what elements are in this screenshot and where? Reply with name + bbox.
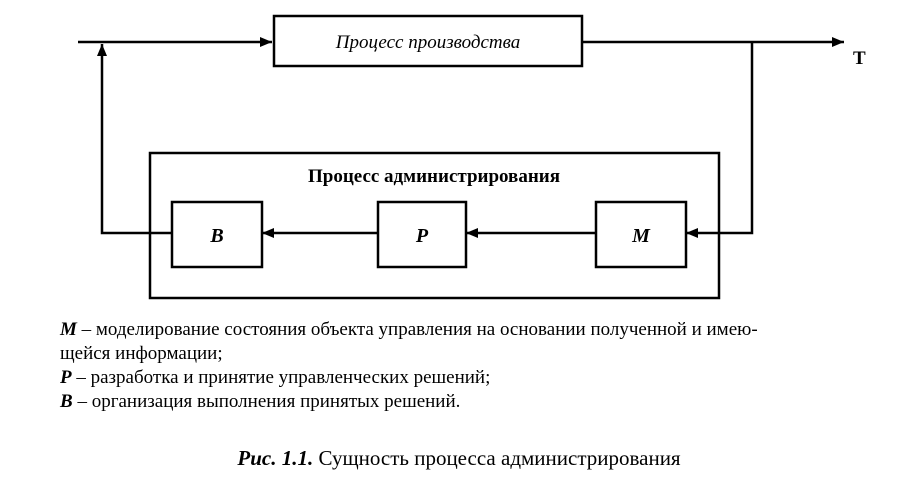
figure-caption: Рис. 1.1. Сущность процесса администриро… <box>0 446 918 471</box>
caption-text: Сущность процесса администрирования <box>313 446 681 470</box>
block-m <box>594 200 688 269</box>
feedback-line <box>686 42 754 238</box>
admin-process-box <box>148 151 721 300</box>
production-process-label: Процесс производства <box>335 32 521 53</box>
caption-label: Рис. 1.1. <box>237 446 314 470</box>
block-b <box>170 200 264 269</box>
legend: М – моделирование состояния объекта упра… <box>60 318 900 414</box>
legend-item-m: М – моделирование состояния объекта упра… <box>60 319 758 340</box>
admin-process-label: Процесс администрирования <box>308 166 560 187</box>
output-label: T <box>853 48 866 69</box>
block-p-label: P <box>415 225 429 247</box>
block-b-label: B <box>209 225 223 247</box>
block-m-label: M <box>631 225 651 247</box>
legend-item-m-cont: щейся информации; <box>60 343 223 364</box>
legend-item-b: В – организация выполнения принятых реше… <box>60 391 461 412</box>
legend-item-p: Р – разработка и принятие управленческих… <box>60 367 491 388</box>
return-line <box>97 44 172 235</box>
